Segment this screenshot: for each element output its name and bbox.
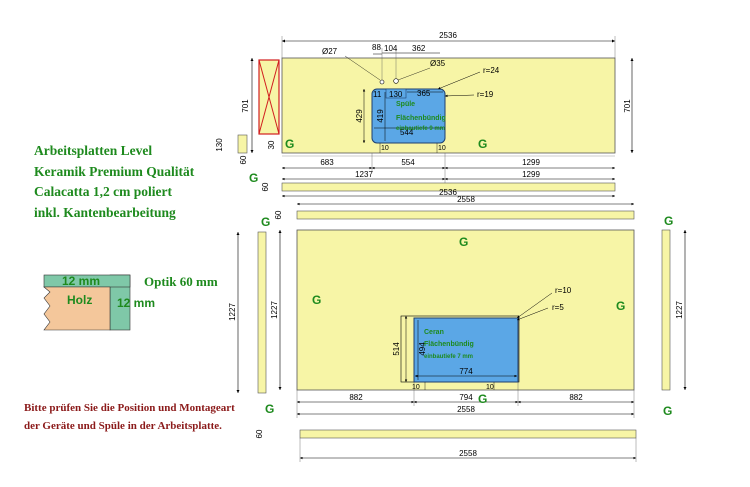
edge-strip-2 — [296, 210, 635, 220]
edge-profile-legend — [43, 274, 131, 331]
dim-cook-width: 774 — [459, 367, 473, 376]
dim-depth-right: 701 — [623, 99, 632, 113]
legend-thickness-side: 12 mm — [117, 296, 155, 310]
dim-bottom-depth-left: 1227 — [228, 303, 237, 321]
dim-r5: r=5 — [552, 303, 564, 312]
note-line-2: der Geräte und Spüle in der Arbeitsplatt… — [24, 420, 222, 432]
side-strip-left — [257, 231, 267, 394]
edge-strip-3 — [299, 429, 637, 439]
dim-sink-t1: 11 — [373, 90, 382, 99]
dim-882a: 882 — [349, 393, 363, 402]
side-strip-right — [661, 229, 671, 391]
dim-strip-60c: 60 — [274, 210, 283, 219]
dim-foot-10c: 10 — [412, 384, 420, 391]
dim-cook-height: 514 — [392, 342, 401, 356]
dim-foot-10a: 10 — [381, 145, 389, 152]
marker-g: G — [664, 214, 673, 228]
edge-strip-1 — [281, 182, 616, 192]
sink-label-2: einbautiefe 9 mm — [396, 126, 445, 132]
dim-r10: r=10 — [555, 286, 572, 295]
note-line-1: Bitte prüfen Sie die Position und Montag… — [24, 402, 235, 414]
info-line-2: Keramik Premium Qualität — [34, 163, 195, 179]
dim-554: 554 — [401, 158, 415, 167]
dim-882b: 882 — [569, 393, 583, 402]
info-line-3: Calacatta 1,2 cm poliert — [34, 184, 172, 199]
cooktop-cutout — [413, 317, 519, 383]
dim-depth-left: 701 — [241, 99, 250, 113]
dim-sink-width: 544 — [400, 128, 414, 137]
marker-g: G — [478, 392, 487, 406]
dim-tap-hole: Ø27 — [322, 47, 338, 56]
dim-1237: 1237 — [355, 170, 373, 179]
legend-core: Holz — [67, 293, 92, 307]
dim-bottom-width: 2558 — [457, 405, 475, 414]
marker-g: G — [285, 137, 294, 151]
dim-top-width: 2536 — [439, 31, 457, 40]
marker-g: G — [261, 215, 270, 229]
dim-off-88: 88 — [372, 43, 381, 52]
dim-off-104: 104 — [384, 44, 398, 53]
dim-r19: r=19 — [477, 90, 494, 99]
sink-title: Spüle — [396, 101, 415, 108]
marker-g: G — [312, 293, 321, 307]
info-line-1: Arbeitsplatten Level — [34, 143, 153, 158]
dim-1299a: 1299 — [522, 158, 540, 167]
tap-hole-icon — [379, 79, 385, 85]
cooktop-title: Ceran — [424, 329, 444, 336]
sink-label-1: Flächenbündig — [396, 115, 446, 122]
dim-strip-60: 60 — [239, 155, 248, 164]
check-note: Bitte prüfen Sie die Position und Montag… — [24, 399, 235, 435]
legend-thickness-top: 12 mm — [62, 274, 100, 288]
dim-bottom-depth-right: 1227 — [675, 301, 684, 319]
top-slab — [281, 57, 616, 154]
dim-sink-width-inner: 365 — [417, 89, 431, 98]
dim-683: 683 — [320, 158, 334, 167]
marker-g: G — [663, 404, 672, 418]
marker-g: G — [265, 402, 274, 416]
dim-sink-height-inner: 419 — [376, 109, 385, 123]
dim-sink-t2: 130 — [389, 90, 403, 99]
cooktop-label-1: Flächenbündig — [424, 341, 474, 348]
dim-foot-10d: 10 — [486, 384, 494, 391]
marker-g: G — [249, 171, 258, 185]
dim-bottom-strip-60: 60 — [255, 429, 264, 438]
dim-bottom-strip-width: 2558 — [459, 449, 477, 458]
dim-sink-height: 429 — [355, 109, 364, 123]
marker-g: G — [616, 299, 625, 313]
dim-cook-height-inner: 494 — [418, 342, 427, 356]
legend-optik: Optik 60 mm — [144, 274, 218, 289]
dim-r24: r=24 — [483, 66, 500, 75]
marker-g: G — [459, 235, 468, 249]
marker-g: G — [478, 137, 487, 151]
dim-strip-width: 2536 — [439, 188, 457, 197]
dim-strip-width-2: 2558 — [457, 195, 475, 204]
dim-strip-60b: 60 — [261, 182, 270, 191]
dim-side-130: 130 — [215, 138, 224, 152]
dim-1299b: 1299 — [522, 170, 540, 179]
info-line-4: inkl. Kantenbearbeitung — [34, 204, 176, 220]
dim-794: 794 — [459, 393, 473, 402]
dim-off-362: 362 — [412, 44, 426, 53]
dim-foot-10b: 10 — [438, 145, 446, 152]
dim-drain-hole: Ø35 — [430, 59, 446, 68]
product-info: Arbeitsplatten Level Keramik Premium Qua… — [34, 141, 194, 223]
cooktop-label-2: einbautiefe 7 mm — [424, 354, 473, 360]
dim-bottom-depth: 1227 — [270, 301, 279, 319]
sink-cutout — [371, 88, 446, 144]
side-piece — [237, 134, 248, 154]
drain-hole-icon — [393, 78, 399, 84]
dim-side-30: 30 — [267, 140, 276, 149]
